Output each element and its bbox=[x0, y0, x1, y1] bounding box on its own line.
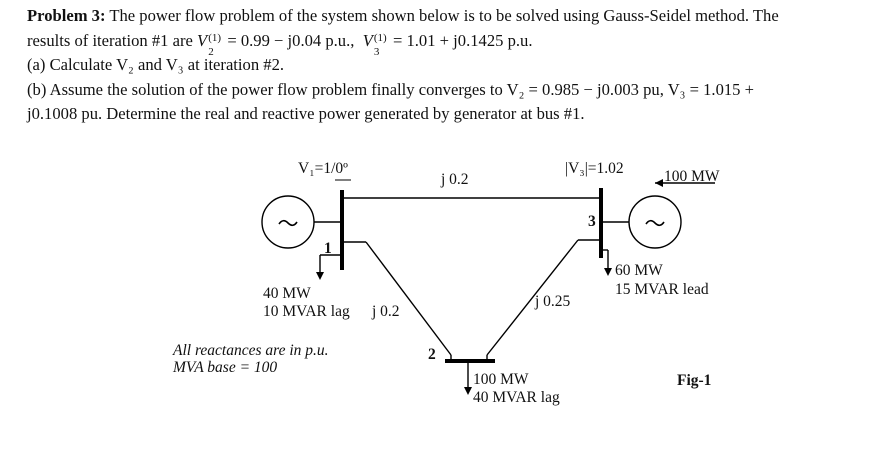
v2-subscript: 2 bbox=[208, 45, 214, 58]
v3-symbol: V bbox=[362, 30, 373, 50]
load-1-arrow bbox=[316, 272, 324, 280]
line-1-2-reactance: j 0.2 bbox=[372, 303, 400, 320]
gen-3-output: 100 MW bbox=[664, 168, 720, 185]
reactance-note: All reactances are in p.u. MVA base = 10… bbox=[173, 342, 329, 376]
note-line-2: MVA base = 100 bbox=[173, 359, 278, 376]
load-3-arrow bbox=[604, 268, 612, 276]
v3-superscript: (1) bbox=[373, 31, 387, 44]
problem-line-2: results of iteration #1 are V(1)2 = 0.99… bbox=[27, 29, 877, 58]
bus-3-voltage: |V₃|=1.02 bbox=[565, 160, 624, 177]
part-a: (a) Calculate V₂ and V₃ at iteration #2. bbox=[27, 55, 285, 74]
load-2-p: 100 MW bbox=[473, 371, 529, 388]
line-1-3-reactance: j 0.2 bbox=[441, 171, 469, 188]
load-1-p: 40 MW bbox=[263, 285, 311, 302]
line-2-3-diagonal bbox=[486, 239, 579, 356]
problem-intro: The power flow problem of the system sho… bbox=[109, 6, 779, 25]
problem-statement: Problem 3: The power flow problem of the… bbox=[27, 4, 877, 127]
load-2-arrow bbox=[464, 387, 472, 395]
problem-title: Problem 3: bbox=[27, 6, 106, 25]
bus-2-bar bbox=[445, 359, 495, 363]
load-3-p: 60 MW bbox=[615, 262, 663, 279]
iteration-v3-value: = 1.01 + j0.1425 p.u. bbox=[392, 30, 533, 50]
gen3-output-arrowhead bbox=[655, 179, 663, 187]
line-1-2-diagonal bbox=[365, 241, 452, 356]
bus-2-number: 2 bbox=[428, 346, 436, 363]
v2-superscript: (1) bbox=[208, 31, 222, 44]
line-2-3-reactance: j 0.25 bbox=[535, 293, 571, 310]
generator-1-tilde bbox=[278, 219, 298, 227]
iteration-v2-value: = 0.99 − j0.04 p.u., bbox=[227, 30, 355, 50]
load-3-q: 15 MVAR lead bbox=[615, 281, 709, 298]
figure-label: Fig-1 bbox=[677, 372, 712, 389]
v2-symbol: V bbox=[197, 30, 208, 50]
note-line-1: All reactances are in p.u. bbox=[173, 342, 329, 359]
bus-3-bar bbox=[599, 188, 603, 258]
generator-3-tilde bbox=[645, 219, 665, 227]
load-2-q: 40 MVAR lag bbox=[473, 389, 560, 406]
problem-line-1: Problem 3: The power flow problem of the… bbox=[27, 4, 877, 29]
bus-1-bar bbox=[340, 190, 344, 270]
bus-3-number: 3 bbox=[588, 213, 596, 230]
part-b-line-2: j0.1008 pu. Determine the real and react… bbox=[27, 104, 585, 123]
part-b-line-1: (b) Assume the solution of the power flo… bbox=[27, 79, 754, 99]
bus-1-number: 1 bbox=[324, 240, 332, 257]
load-1-q: 10 MVAR lag bbox=[263, 303, 350, 320]
iteration-prefix: results of iteration #1 are bbox=[27, 30, 193, 50]
bus-1-voltage: V₁=1/0º bbox=[298, 160, 348, 177]
v3-subscript: 3 bbox=[373, 45, 380, 58]
